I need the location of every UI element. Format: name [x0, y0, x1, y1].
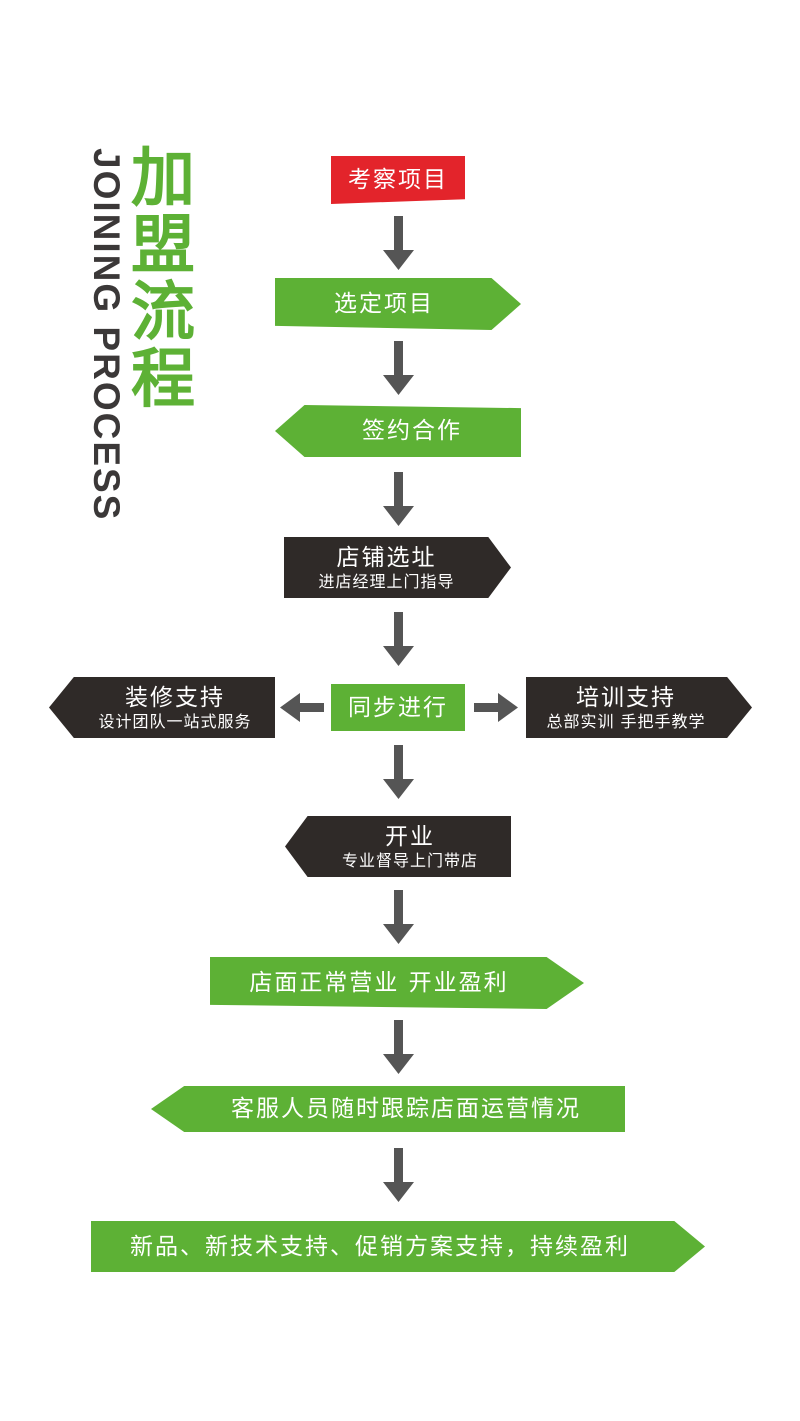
step-decoration-desc: 设计团队一站式服务 [98, 711, 252, 731]
step-opening-title: 开业 [385, 823, 435, 850]
arrow-down-icon [383, 612, 414, 666]
step-service-label: 客服人员随时跟踪店面运营情况 [231, 1096, 581, 1122]
title-char: 程 [131, 343, 195, 417]
step-inspect-project: 考察项目 [331, 156, 465, 204]
step-operation-label: 店面正常营业 开业盈利 [249, 970, 509, 996]
step-store-site-title: 店铺选址 [336, 544, 437, 571]
step-select-project: 选定项目 [275, 278, 521, 330]
step-opening: 开业 专业督导上门带店 [285, 816, 511, 877]
step-customer-service: 客服人员随时跟踪店面运营情况 [151, 1086, 625, 1132]
step-store-site: 店铺选址 进店经理上门指导 [284, 537, 511, 598]
step-training-desc: 总部实训 手把手教学 [546, 711, 706, 731]
step-sign-contract: 签约合作 [275, 405, 521, 457]
step-parallel-label: 同步进行 [348, 694, 448, 721]
step-store-site-desc: 进店经理上门指导 [318, 571, 455, 591]
step-parallel-progress: 同步进行 [331, 684, 465, 731]
title-char: 加 [131, 142, 195, 216]
arrow-down-icon [383, 1148, 414, 1202]
step-ongoing-support: 新品、新技术支持、促销方案支持，持续盈利 [91, 1221, 705, 1272]
arrow-down-icon [383, 745, 414, 799]
step-normal-operation: 店面正常营业 开业盈利 [210, 957, 584, 1009]
step-select-label: 选定项目 [334, 291, 434, 317]
title-char: 流 [131, 276, 195, 350]
arrow-down-icon [383, 472, 414, 526]
step-sign-label: 签约合作 [362, 418, 462, 444]
arrow-down-icon [383, 216, 414, 270]
step-support-label: 新品、新技术支持、促销方案支持，持续盈利 [130, 1233, 630, 1260]
step-training-support: 培训支持 总部实训 手把手教学 [526, 677, 752, 738]
arrow-down-icon [383, 341, 414, 395]
step-decoration-support: 装修支持 设计团队一站式服务 [49, 677, 275, 738]
step-training-title: 培训支持 [576, 684, 676, 711]
title-english: JOINING PROCESS [86, 148, 127, 522]
step-decoration-title: 装修支持 [125, 684, 225, 711]
step-opening-desc: 专业督导上门带店 [341, 850, 478, 870]
arrow-down-icon [383, 890, 414, 944]
arrow-left-icon [280, 693, 324, 722]
title-chinese: 加 盟 流 程 [128, 146, 198, 414]
arrow-right-icon [474, 693, 518, 722]
step-inspect-label: 考察项目 [348, 167, 448, 193]
arrow-down-icon [383, 1020, 414, 1074]
title-char: 盟 [131, 209, 195, 283]
